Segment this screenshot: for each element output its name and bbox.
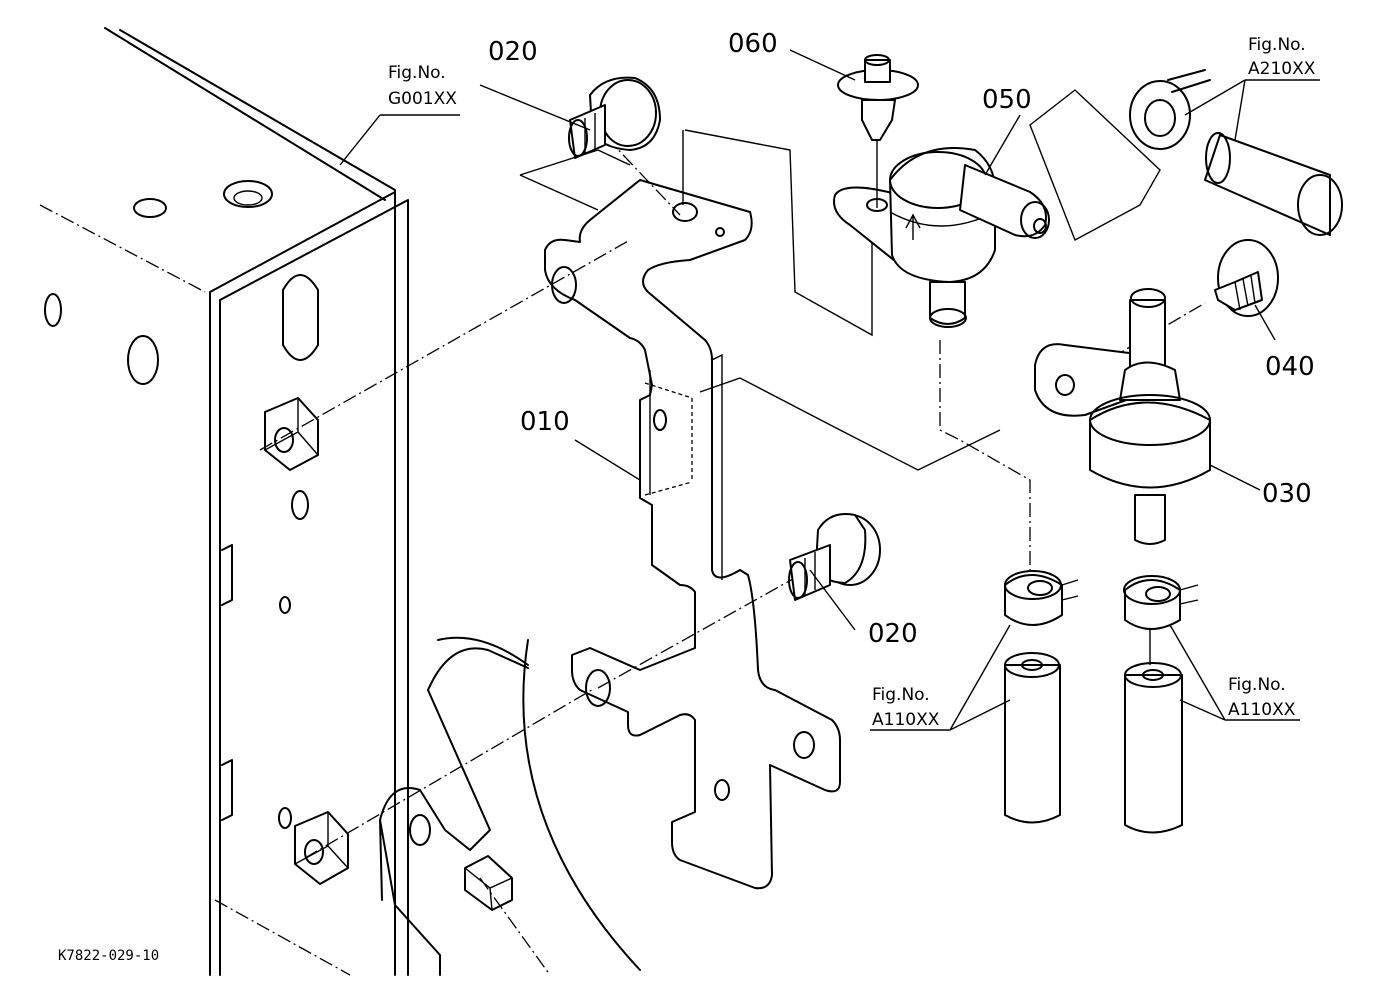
fig-ref-a110-left-code: A110XX (872, 710, 940, 730)
fig-ref-a110-right-code: A110XX (1228, 700, 1296, 720)
part-number-020-bottom: 020 (868, 619, 918, 649)
part-number-030: 030 (1262, 479, 1312, 509)
fig-ref-a210-title: Fig.No. (1248, 35, 1306, 55)
valve-030 (1034, 288, 1211, 545)
fig-ref-a210-code: A210XX (1248, 59, 1316, 79)
part-number-060: 060 (728, 29, 778, 59)
clip-a110-left (1004, 570, 1079, 824)
leader-lines (339, 49, 1320, 731)
clip-a210 (1129, 69, 1343, 236)
assembly-lines (259, 89, 1206, 859)
bracket-010 (544, 179, 841, 890)
pipe-joint-050 (833, 147, 1050, 328)
housing-arc-top (437, 636, 529, 666)
lower-bracket (379, 647, 551, 976)
engine-block (39, 27, 409, 976)
housing-arc (522, 639, 641, 971)
clip-a110-right (1123, 575, 1199, 834)
screw-040 (1214, 239, 1279, 317)
part-number-010: 010 (520, 407, 570, 437)
bolt-020-top (568, 76, 661, 159)
part-number-050: 050 (982, 85, 1032, 115)
part-number-040: 040 (1265, 352, 1315, 382)
fig-ref-g001-title: Fig.No. (388, 63, 446, 83)
drawing-code: K7822-029-10 (58, 948, 159, 964)
part-number-020-top: 020 (488, 37, 538, 67)
fig-ref-a110-left-title: Fig.No. (872, 685, 930, 705)
bolt-020-bottom (788, 513, 881, 601)
pin-060 (837, 54, 919, 208)
fig-ref-a110-right-title: Fig.No. (1228, 675, 1286, 695)
fig-ref-g001-code: G001XX (388, 89, 457, 109)
